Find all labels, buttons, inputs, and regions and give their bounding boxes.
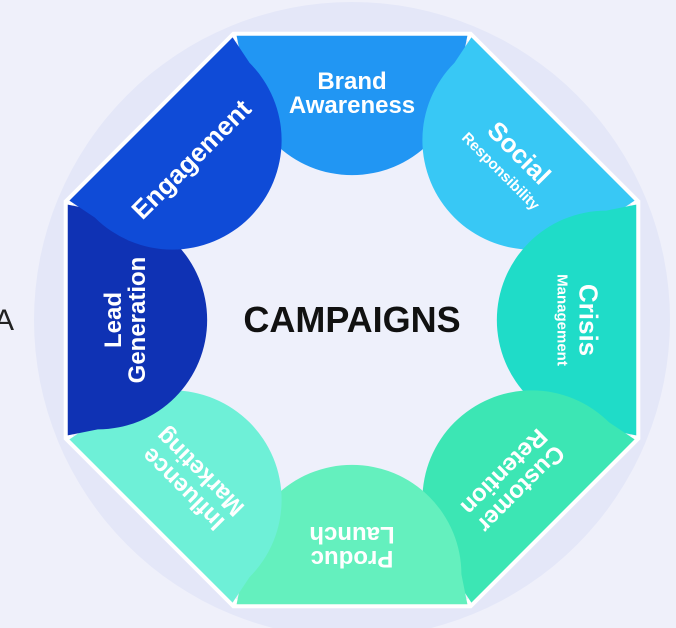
segment-sublabel-crisis-management: Management	[553, 274, 570, 366]
center-title: CAMPAIGNS	[243, 299, 460, 340]
segment-label-product-launch: Produc	[311, 545, 394, 572]
segment-shape-lead-generation	[67, 204, 208, 436]
segment-label-crisis-management: Crisis	[573, 284, 603, 356]
edge-fragment-text: A	[0, 304, 14, 337]
segment-shape-engagement	[69, 37, 282, 250]
segment-label-brand-awareness: Brand	[317, 68, 386, 95]
segments-layer: BrandAwarenessSocialResponsibilityCrisis…	[67, 35, 637, 605]
segment-label-lead-generation: Generation	[124, 257, 151, 384]
segment-shape-product-launch	[236, 464, 468, 605]
segment-engagement: Engagement	[69, 37, 282, 250]
segment-label-product-launch: Launch	[309, 521, 394, 548]
segment-shape-social-responsibility	[422, 37, 635, 250]
segment-label-brand-awareness: Awareness	[289, 92, 415, 119]
segment-shape-crisis-management	[496, 204, 637, 436]
segment-shape-influence-marketing	[69, 390, 282, 603]
segment-shape-customer-retention	[422, 390, 635, 603]
segment-shape-brand-awareness	[236, 35, 468, 176]
segment-label-lead-generation: Lead	[100, 292, 127, 348]
